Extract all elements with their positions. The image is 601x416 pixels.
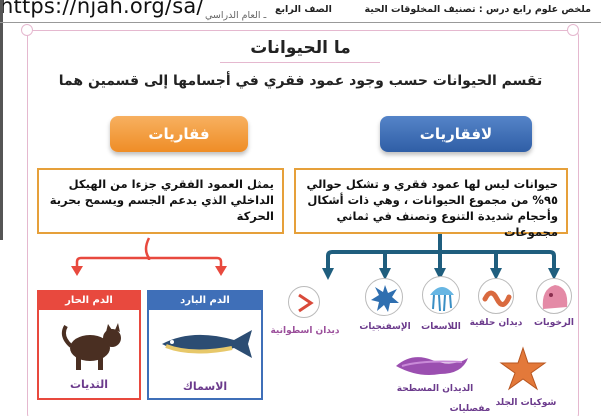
left-edge-bar [0, 0, 3, 240]
flatworms-label: الديدان المسطحة [396, 384, 474, 394]
jellyfish-icon [422, 276, 460, 314]
title-underline [220, 62, 380, 63]
vertebrates-connector [71, 237, 227, 276]
vertebrates-pill: فقاريات [110, 116, 248, 152]
flatworm-icon [396, 357, 468, 375]
invertebrates-connector [322, 234, 560, 280]
vertebrates-description: يمثل العمود الفقري جزءا من الهيكل الداخل… [37, 168, 284, 234]
cold-blood-label: الدم البارد [147, 290, 263, 310]
invertebrates-pill: لافقاريات [380, 116, 532, 152]
roundworms-label: ديدان اسطوانية [270, 326, 340, 336]
warm-blood-label: الدم الحار [37, 290, 141, 310]
doc-title: ملخص علوم رابع درس : تصنيف المخلوقات الح… [364, 4, 591, 15]
echinoderms-label: شوكيات الجلد [495, 398, 557, 408]
annelid-icon [478, 278, 514, 314]
roundworm-icon [288, 286, 320, 318]
frame-corner [567, 24, 579, 36]
cat-icon [61, 323, 121, 370]
year-fragment: ـ العام الدراسي [205, 10, 267, 21]
mollusks-label: الرخويات [534, 318, 574, 328]
invertebrates-description: حيوانات ليس لها عمود فقري و تشكل حوالي ٩… [294, 168, 568, 239]
mollusk-icon [536, 278, 572, 314]
header-divider [0, 22, 601, 23]
annelids-label: ديدان حلقية [469, 318, 523, 328]
starfish-icon [499, 346, 547, 391]
arthropods-label: مفصليات [449, 404, 491, 414]
fish-icon [162, 330, 252, 358]
grade-label: الصف الرابع [275, 4, 332, 15]
mammals-label: الثديات [69, 378, 109, 391]
page-subtitle: تقسم الحيوانات حسب وجود عمود فقري في أجس… [58, 73, 543, 89]
page-url: https://njah.org/sa/ [0, 0, 204, 18]
page-title: ما الحيوانات [250, 38, 351, 58]
cnidarians-label: اللاسعات [421, 322, 461, 332]
sponges-label: الإسفنجيات [359, 322, 411, 332]
sponge-icon [365, 278, 403, 316]
fish-label: الاسماك [182, 380, 228, 393]
frame-corner [21, 24, 33, 36]
